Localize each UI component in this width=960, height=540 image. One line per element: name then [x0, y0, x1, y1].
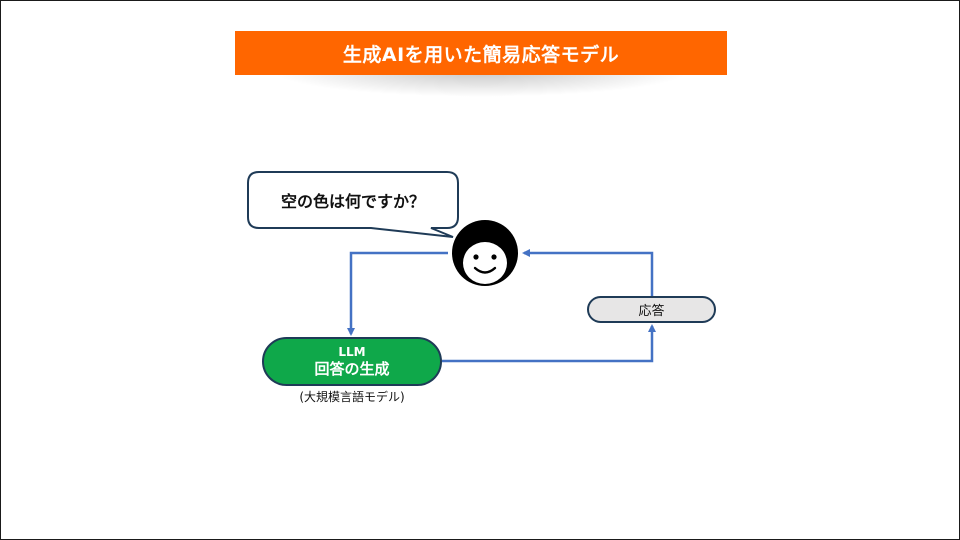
- response-box: [587, 296, 716, 323]
- arrow-llm-to-response: [442, 324, 656, 363]
- smiling-face-icon: [452, 220, 518, 286]
- arrow-response-to-user: [522, 249, 654, 296]
- speech-bubble: [247, 171, 459, 238]
- arrow-question-to-llm: [347, 251, 448, 336]
- title-shadow: [271, 71, 691, 97]
- llm-label-small: LLM: [338, 344, 366, 359]
- llm-box: [262, 337, 442, 386]
- speech-bubble-text: 空の色は何ですか？: [280, 192, 425, 211]
- llm-box-label: LLM 回答の生成: [263, 338, 441, 385]
- llm-label-main: 回答の生成: [314, 359, 390, 378]
- llm-caption: (大規模言語モデル): [299, 390, 405, 404]
- response-box-label: 応答: [638, 304, 665, 319]
- page-title: 生成AIを用いた簡易応答モデル: [235, 31, 727, 75]
